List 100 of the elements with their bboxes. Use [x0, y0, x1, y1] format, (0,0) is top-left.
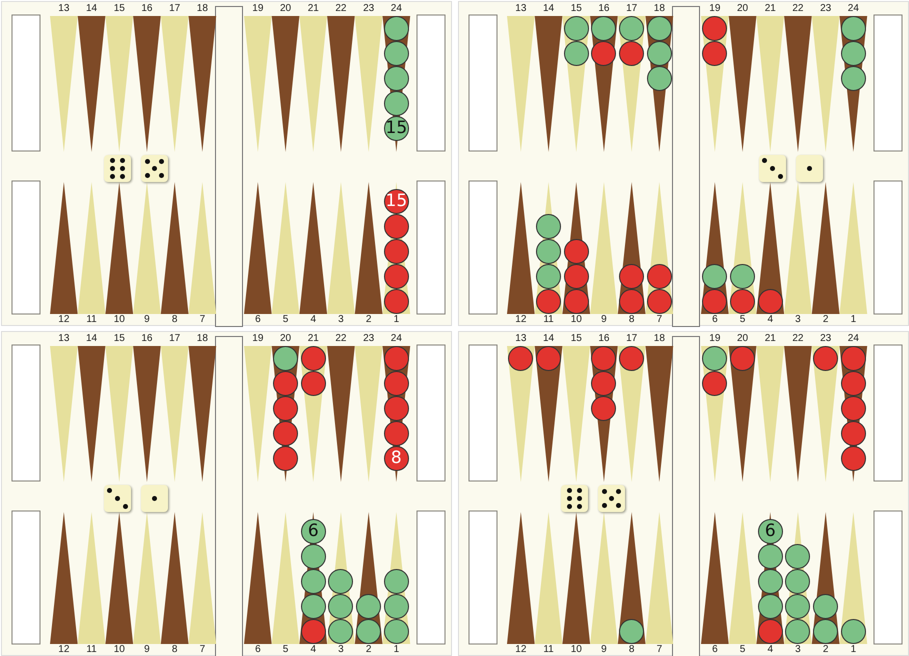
point-number: 7: [198, 644, 206, 656]
point-number: 5: [738, 314, 746, 326]
checker: [384, 396, 409, 420]
point-number: 15: [570, 333, 583, 345]
checker: [273, 420, 298, 446]
point-number: 6: [711, 314, 719, 326]
point-number: 3: [794, 644, 802, 656]
point-number: 2: [364, 314, 372, 326]
checker: [564, 238, 589, 264]
point-number: 18: [196, 333, 209, 345]
checker: [813, 594, 838, 618]
checker: [384, 40, 409, 66]
checker: [384, 238, 409, 264]
point-number: 18: [652, 333, 666, 345]
point-number: 6: [711, 644, 719, 656]
point-number: 8: [170, 644, 178, 656]
point-number: 24: [846, 333, 860, 345]
point-number: 10: [570, 644, 583, 656]
point-number: 10: [112, 314, 126, 326]
point-number: 24: [390, 333, 403, 345]
point-number: 15: [112, 333, 126, 345]
checker-count: 6: [300, 518, 326, 544]
checker: [300, 568, 326, 594]
checker: [356, 594, 382, 618]
point-number: 16: [140, 333, 154, 345]
point-number: 21: [306, 333, 320, 345]
checker: [384, 264, 409, 288]
checker: [646, 40, 672, 66]
point-number: 19: [708, 3, 722, 15]
checker: [384, 90, 409, 116]
point-number: 21: [306, 3, 320, 15]
checker-count: 15: [384, 188, 409, 214]
checker: [758, 544, 783, 568]
point-number: 22: [791, 333, 804, 345]
checker: [591, 396, 616, 420]
point-number: 3: [337, 314, 345, 326]
checker: [840, 66, 866, 90]
point-number: 22: [334, 3, 348, 15]
checker: [840, 370, 866, 396]
point-number: 9: [600, 644, 608, 656]
point-number: 1: [392, 314, 400, 326]
point-number: 10: [570, 314, 583, 326]
checker: [384, 568, 409, 594]
point-number: 16: [597, 3, 610, 15]
checker: [702, 370, 728, 396]
checker: [384, 66, 409, 90]
checker: [591, 370, 616, 396]
point-number: 7: [198, 314, 206, 326]
checker: [840, 420, 866, 446]
point-number: 2: [364, 644, 372, 656]
point-number: 20: [736, 333, 750, 345]
point-number: 19: [708, 333, 722, 345]
checker: [646, 264, 672, 288]
checker: [702, 264, 728, 288]
point-number: 20: [736, 3, 750, 15]
point-number: 5: [738, 644, 746, 656]
point-number: 10: [112, 644, 126, 656]
point-number: 7: [656, 314, 664, 326]
checker: [273, 446, 298, 470]
point-number: 6: [254, 314, 262, 326]
point-number: 1: [392, 644, 400, 656]
point-number: 17: [625, 3, 638, 15]
point-number: 2: [822, 644, 830, 656]
point-number: 12: [57, 314, 70, 326]
checker: [384, 594, 409, 618]
point-number: 5: [282, 644, 290, 656]
point-number: 23: [819, 333, 832, 345]
point-number: 2: [822, 314, 830, 326]
point-number: 8: [628, 314, 636, 326]
point-number: 1: [850, 314, 858, 326]
point-number: 8: [170, 314, 178, 326]
point-number: 16: [597, 333, 610, 345]
point-number: 14: [542, 333, 556, 345]
point-number: 9: [143, 314, 151, 326]
point-number: 3: [794, 314, 802, 326]
point-number: 15: [112, 3, 126, 15]
checker: [384, 420, 409, 446]
point-number: 8: [628, 644, 636, 656]
point-number: 18: [196, 3, 209, 15]
checker: [619, 40, 644, 66]
point-number: 13: [514, 333, 528, 345]
checker: [384, 214, 409, 238]
checker-count: 8: [384, 446, 409, 470]
checker: [840, 40, 866, 66]
point-number: 1: [850, 644, 858, 656]
point-number: 4: [766, 644, 774, 656]
point-number: 19: [251, 3, 264, 15]
checker: [564, 40, 589, 66]
checker: [300, 594, 326, 618]
point-number: 14: [542, 3, 556, 15]
checker: [564, 264, 589, 288]
point-number: 20: [278, 3, 292, 15]
point-number: 24: [390, 3, 403, 15]
point-number: 21: [764, 3, 777, 15]
point-number: 18: [652, 3, 666, 15]
checker: [619, 264, 644, 288]
point-number: 4: [309, 314, 318, 326]
point-number: 4: [309, 644, 318, 656]
checker: [536, 264, 562, 288]
point-number: 19: [251, 333, 264, 345]
